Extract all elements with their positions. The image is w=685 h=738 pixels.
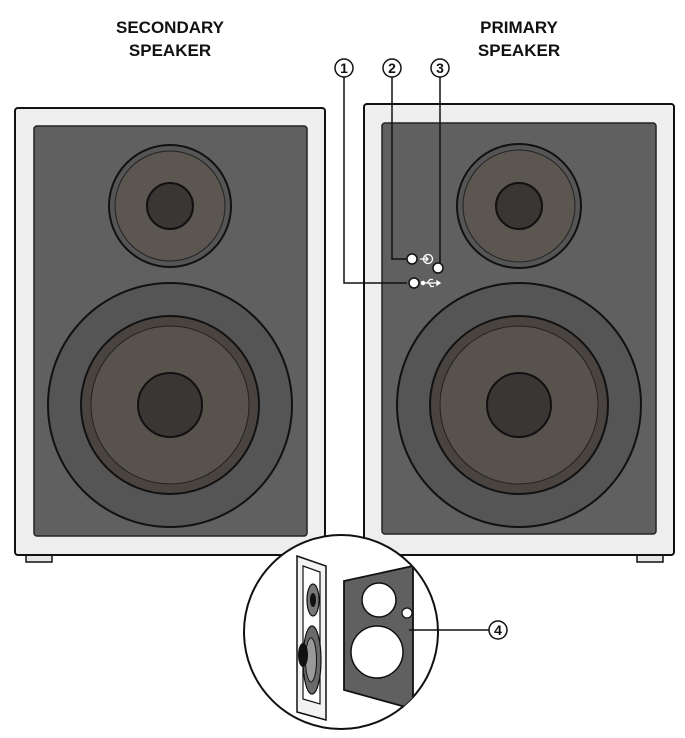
callout-1-leader [343, 77, 407, 284]
input-indicator-light [406, 253, 418, 265]
callout-3: 3 [430, 58, 450, 263]
primary-title-line1: PRIMARY [480, 18, 558, 37]
callout-4-number: 4 [494, 622, 502, 638]
input-icon [420, 253, 434, 265]
primary-speaker [363, 103, 675, 563]
secondary-tweeter [108, 144, 232, 268]
inset-grille-frame [343, 564, 414, 711]
usb-indicator-light [408, 277, 420, 289]
callout-2-number: 2 [388, 60, 396, 76]
primary-woofer [396, 282, 642, 528]
secondary-speaker [14, 107, 326, 563]
callout-1-number: 1 [340, 60, 348, 76]
inset-speaker-side [296, 554, 327, 721]
primary-title-line2: SPEAKER [478, 41, 560, 60]
status-light-icon [432, 262, 444, 274]
primary-tweeter [456, 143, 582, 269]
callout-4: 4 [409, 620, 508, 640]
callout-2: 2 [382, 58, 406, 260]
callout-3-number: 3 [436, 60, 444, 76]
callout-1: 1 [334, 58, 407, 284]
secondary-woofer [47, 282, 293, 528]
usb-icon [420, 278, 442, 288]
grille-removal-inset [243, 534, 439, 730]
secondary-title-line2: SPEAKER [129, 41, 211, 60]
secondary-title-line1: SECONDARY [116, 18, 225, 37]
callout-2-leader [391, 77, 406, 260]
